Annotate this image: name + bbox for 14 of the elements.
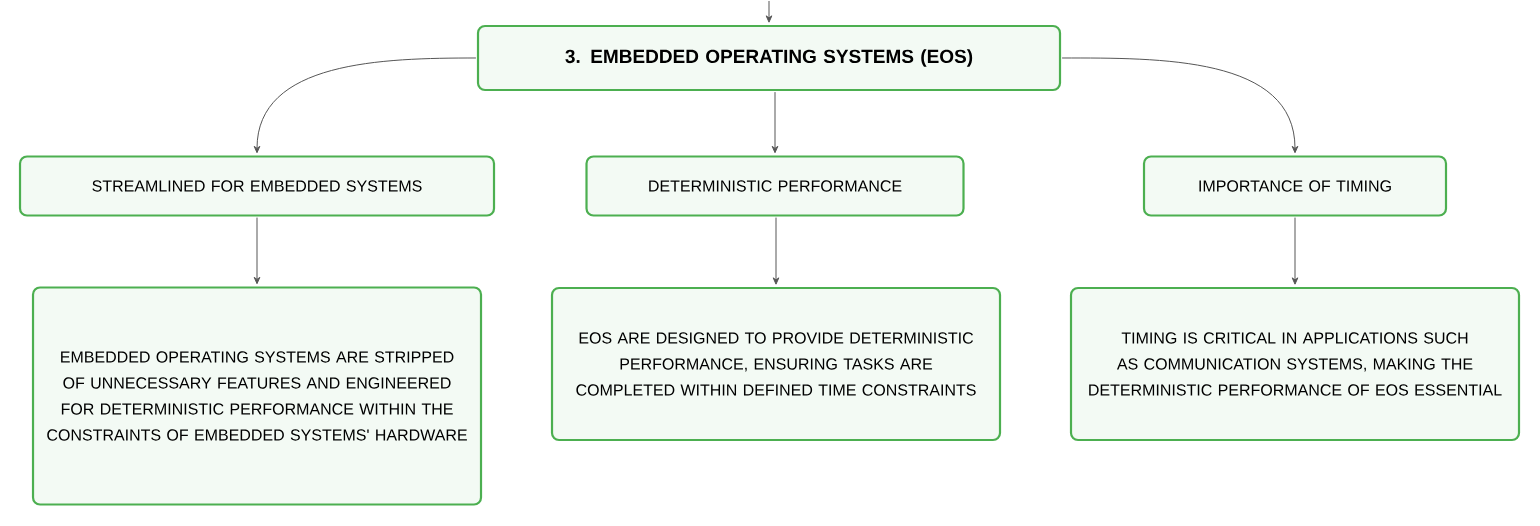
title-box: 3. EMBEDDED OPERATING SYSTEMS (EOS) bbox=[476, 24, 1062, 92]
arrow bbox=[765, 0, 773, 23]
description-box: TIMING IS CRITICAL IN APPLICATIONS SUCH AS COMMUNICATION SYSTEMS, MAKING THE DETERMINISTIC PERFORMANCE OF EOS ESSENTIAL bbox=[1069, 286, 1521, 442]
arrow bbox=[772, 217, 780, 285]
description-box: EMBEDDED OPERATING SYSTEMS ARE STRIPPED OF UNNECESSARY FEATURES AND ENGINEERED FOR DETERMINISTIC PERFORMANCE WITHIN THE CONSTRAINTS OF EMBEDDED SYSTEMS' HARDWARE bbox=[31, 286, 483, 506]
arrow bbox=[253, 217, 261, 285]
topic-box: DETERMINISTIC PERFORMANCE bbox=[585, 155, 965, 217]
topic-box: STREAMLINED FOR EMBEDDED SYSTEMS bbox=[18, 155, 496, 217]
arrow bbox=[771, 91, 779, 154]
arrow bbox=[1061, 57, 1299, 154]
description-box: EOS ARE DESIGNED TO PROVIDE DETERMINISTIC PERFORMANCE, ENSURING TASKS ARE COMPLETED WITHIN DEFINED TIME CONSTRAINTS bbox=[550, 286, 1002, 442]
topic-box: IMPORTANCE OF TIMING bbox=[1142, 155, 1448, 217]
arrow bbox=[253, 57, 477, 154]
arrow bbox=[1291, 217, 1299, 285]
